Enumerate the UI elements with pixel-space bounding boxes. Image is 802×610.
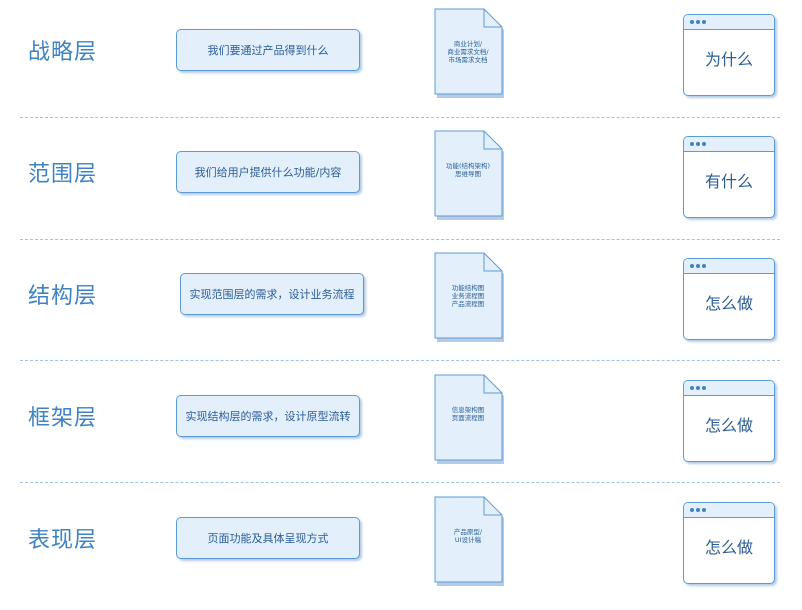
window-title-bar bbox=[684, 259, 774, 274]
layer-row-skeleton: 框架层 实现结构层的需求，设计原型流转 信息架构图 页面流程图 怎么做 bbox=[0, 366, 802, 488]
document-label-line: 信息架构图 bbox=[451, 406, 485, 414]
window-label: 怎么做 bbox=[704, 416, 753, 435]
document-label-line: 页面流程图 bbox=[451, 414, 485, 422]
document-label-line: 思维导图 bbox=[455, 170, 481, 178]
window-dot-icon bbox=[702, 142, 706, 146]
window-label: 怎么做 bbox=[704, 294, 753, 313]
window-title-bar bbox=[684, 137, 774, 152]
document-label-line: 功能(结构架构) bbox=[445, 162, 491, 170]
window-dot-icon bbox=[702, 508, 706, 512]
document-label-line: 功能结构图 bbox=[451, 284, 485, 292]
browser-window-icon: 怎么做 bbox=[683, 502, 775, 584]
layer-row-structure: 结构层 实现范围层的需求，设计业务流程 功能结构图 业务流程图 产品流程图 怎么… bbox=[0, 244, 802, 366]
document-label-line: 产品原型/ bbox=[453, 528, 483, 536]
document-label-line: 产品流程图 bbox=[451, 300, 485, 308]
document-icon: 信息架构图 页面流程图 bbox=[434, 374, 504, 464]
window-dot-icon bbox=[696, 508, 700, 512]
document-label-line: 商业需求文档/ bbox=[447, 48, 489, 56]
window-dot-icon bbox=[690, 508, 694, 512]
window-title-bar bbox=[684, 381, 774, 396]
window-dot-icon bbox=[702, 20, 706, 24]
layer-divider bbox=[20, 117, 780, 118]
document-icon: 功能(结构架构) 思维导图 bbox=[434, 130, 504, 220]
window-dot-icon bbox=[696, 20, 700, 24]
layer-divider bbox=[20, 239, 780, 240]
window-dot-icon bbox=[702, 264, 706, 268]
window-title-bar bbox=[684, 15, 774, 30]
window-dot-icon bbox=[696, 142, 700, 146]
document-icon: 功能结构图 业务流程图 产品流程图 bbox=[434, 252, 504, 342]
document-label-line: 市场需求文档 bbox=[448, 56, 488, 64]
layer-title: 结构层 bbox=[28, 284, 98, 309]
browser-window-icon: 怎么做 bbox=[683, 258, 775, 340]
layer-title: 范围层 bbox=[28, 162, 98, 187]
document-icon: 产品原型/ UI设计稿 bbox=[434, 496, 504, 586]
layer-row-strategy: 战略层 我们要通过产品得到什么 商业计划/ 商业需求文档/ 市场需求文档 为什么 bbox=[0, 0, 802, 122]
window-dot-icon bbox=[702, 386, 706, 390]
document-label-line: 业务流程图 bbox=[451, 292, 485, 300]
window-label: 为什么 bbox=[704, 50, 753, 69]
window-dot-icon bbox=[690, 264, 694, 268]
window-label: 有什么 bbox=[704, 172, 753, 191]
window-label: 怎么做 bbox=[704, 538, 753, 557]
layer-row-surface: 表现层 页面功能及具体呈现方式 产品原型/ UI设计稿 怎么做 bbox=[0, 488, 802, 610]
browser-window-icon: 为什么 bbox=[683, 14, 775, 96]
layer-description: 我们要通过产品得到什么 bbox=[176, 29, 360, 71]
layer-description: 实现结构层的需求，设计原型流转 bbox=[176, 395, 360, 437]
layer-title: 表现层 bbox=[28, 528, 98, 553]
window-title-bar bbox=[684, 503, 774, 518]
layer-description: 我们给用户提供什么功能/内容 bbox=[176, 151, 360, 193]
document-label-line: 商业计划/ bbox=[453, 40, 483, 48]
window-dot-icon bbox=[696, 386, 700, 390]
layer-divider bbox=[20, 482, 780, 483]
layer-title: 战略层 bbox=[28, 40, 98, 65]
browser-window-icon: 怎么做 bbox=[683, 380, 775, 462]
layer-description: 页面功能及具体呈现方式 bbox=[176, 517, 360, 559]
layer-divider bbox=[20, 360, 780, 361]
window-dot-icon bbox=[690, 20, 694, 24]
layer-description: 实现范围层的需求，设计业务流程 bbox=[180, 273, 364, 315]
window-dot-icon bbox=[696, 264, 700, 268]
window-dot-icon bbox=[690, 142, 694, 146]
document-icon: 商业计划/ 商业需求文档/ 市场需求文档 bbox=[434, 8, 504, 98]
layer-row-scope: 范围层 我们给用户提供什么功能/内容 功能(结构架构) 思维导图 有什么 bbox=[0, 122, 802, 244]
browser-window-icon: 有什么 bbox=[683, 136, 775, 218]
layer-title: 框架层 bbox=[28, 406, 98, 431]
document-label-line: UI设计稿 bbox=[454, 536, 482, 544]
window-dot-icon bbox=[690, 386, 694, 390]
